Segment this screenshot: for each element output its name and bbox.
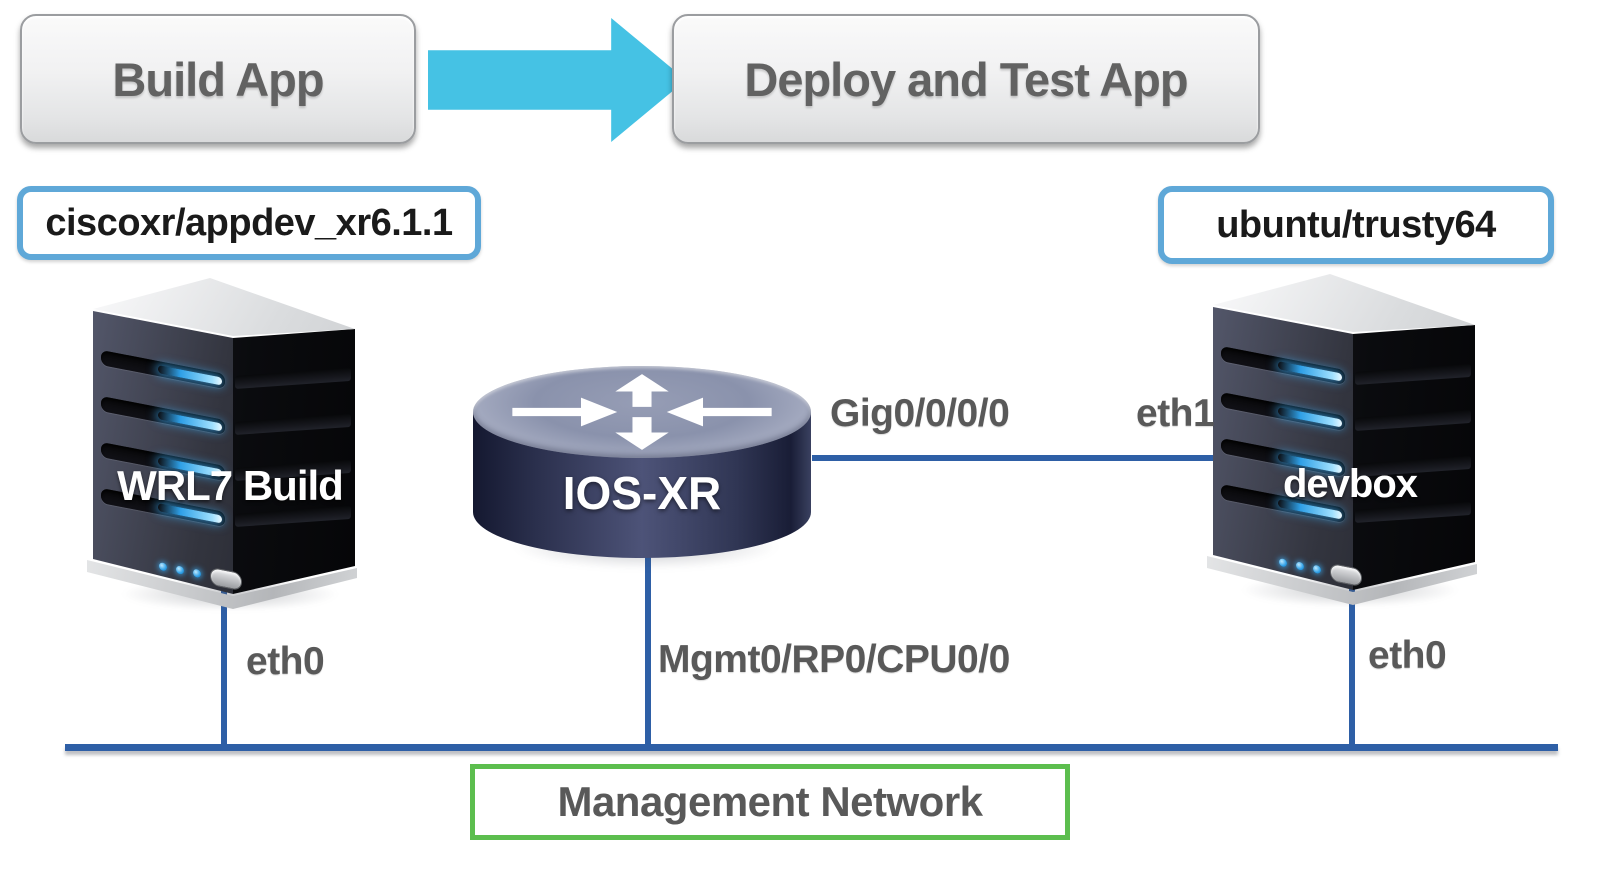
box-label-ubuntu: ubuntu/trusty64 (1158, 186, 1554, 264)
port-label-mgmt0: Mgmt0/RP0/CPU0/0 (658, 638, 1010, 681)
link-devbox-eth0 (1349, 586, 1355, 744)
port-label-gig0-0-0-0: Gig0/0/0/0 (830, 392, 1010, 435)
build-server-name-label: WRL7 Build (117, 462, 344, 509)
port-label-eth1: eth1 (1136, 392, 1215, 435)
led-dot (1279, 558, 1287, 568)
flow-step-build: Build App (20, 14, 416, 144)
led-dot (1296, 561, 1304, 571)
build-server-icon: WRL7 Build (75, 276, 385, 622)
flow-arrow-right-icon (428, 18, 686, 142)
led-dot (159, 562, 167, 572)
devbox-server-name-label: devbox (1282, 462, 1418, 506)
router-arrows-icon (512, 374, 772, 450)
box-label-ciscoxr: ciscoxr/appdev_xr6.1.1 (17, 186, 481, 260)
flow-step-deploy: Deploy and Test App (672, 14, 1260, 144)
devbox-server-icon: devbox (1195, 272, 1505, 618)
port-label-eth0-devbox: eth0 (1368, 634, 1447, 677)
led-dot (176, 565, 184, 575)
link-router-mgmt (645, 540, 651, 744)
link-build-eth0 (221, 588, 227, 744)
port-label-eth0-build: eth0 (246, 640, 325, 683)
router-name-label: IOS-XR (562, 467, 722, 519)
link-management-bus (65, 744, 1558, 751)
management-network-label: Management Network (470, 764, 1070, 840)
led-dot (1313, 564, 1321, 575)
led-dot (193, 568, 201, 579)
link-gig-eth1 (812, 455, 1244, 461)
router-iosxr-icon: IOS-XR (451, 366, 841, 580)
